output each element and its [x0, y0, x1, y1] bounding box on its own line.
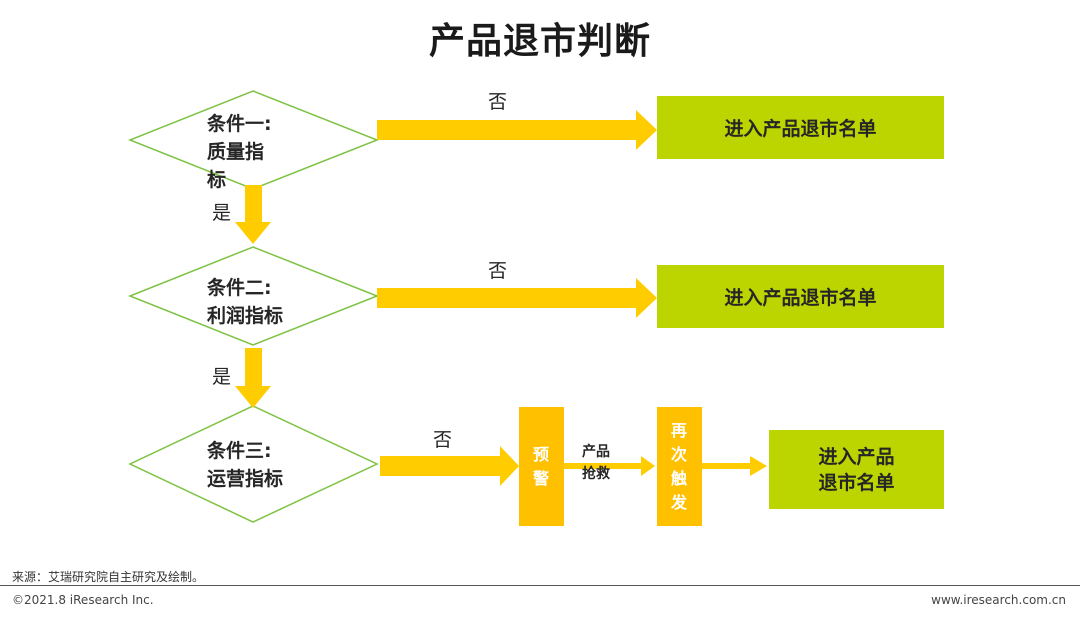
result-3-label: 进入产品 退市名单: [769, 444, 944, 496]
result-1-label: 进入产品退市名单: [724, 118, 877, 140]
no-label-2: 否: [488, 260, 508, 282]
result-box-1: [657, 96, 944, 159]
no-arrow-2: [377, 278, 657, 318]
condition-1-line-3: 标: [207, 169, 227, 191]
footer-divider: [0, 585, 1080, 586]
rescue-line-1: 产品: [582, 444, 610, 460]
website-link[interactable]: www.iresearch.com.cn: [931, 593, 1066, 607]
warning-label: 预警: [532, 445, 549, 488]
condition-3-label: 条件三: 运营指标: [207, 437, 283, 493]
page-title: 产品退市判断: [428, 21, 651, 62]
condition-1-line-1: 条件一:: [207, 113, 272, 135]
condition-3-line-1: 条件三:: [207, 440, 272, 462]
result-3-line-2: 退市名单: [818, 472, 895, 494]
result-3-line-1: 进入产品: [818, 446, 895, 468]
condition-2-label: 条件二: 利润指标: [207, 274, 283, 330]
result-2-label: 进入产品退市名单: [724, 287, 877, 309]
condition-3-diamond: [128, 405, 379, 523]
warning-bar: [519, 407, 564, 526]
no-label-1: 否: [488, 91, 508, 113]
yes-label-1: 是: [212, 202, 232, 224]
no-label-3: 否: [433, 429, 453, 451]
condition-3-line-2: 运营指标: [207, 468, 284, 490]
condition-2-line-2: 利润指标: [207, 305, 284, 327]
copyright: ©2021.8 iResearch Inc.: [12, 593, 154, 607]
retrigger-label: 再次触发: [670, 421, 687, 512]
condition-2-diamond: [127, 246, 380, 346]
retrigger-bar: [657, 407, 702, 526]
condition-2-line-1: 条件二:: [207, 277, 272, 299]
no-arrow-1: [377, 110, 657, 150]
condition-1-line-2: 质量指: [207, 141, 265, 163]
no-arrow-3: [380, 446, 519, 486]
rescue-label: 产品 抢救: [582, 441, 610, 485]
rescue-arrow: [564, 456, 655, 476]
source-note: 来源：艾瑞研究院自主研究及绘制。: [12, 570, 205, 584]
result-box-3: [769, 430, 944, 509]
rescue-line-2: 抢救: [582, 466, 610, 482]
yes-label-2: 是: [212, 366, 232, 388]
yes-arrow-2: [235, 348, 271, 408]
retrigger-arrow: [702, 456, 767, 476]
result-box-2: [657, 265, 944, 328]
yes-arrow-1: [235, 185, 271, 244]
condition-1-label: 条件一: 质量指 标: [207, 110, 272, 194]
